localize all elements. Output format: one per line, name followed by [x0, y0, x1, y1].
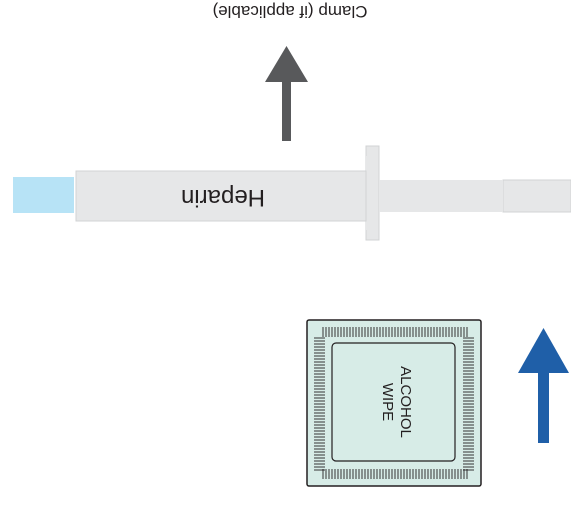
direction-arrow-head [518, 328, 569, 373]
wipe-label-line1: ALCOHOL [397, 366, 414, 438]
direction-arrow-icon [518, 328, 569, 443]
syringe-label: Heparin [181, 184, 265, 211]
clamp-arrow-icon [265, 46, 308, 141]
syringe-flange-inner [366, 156, 377, 230]
syringe-tip [13, 177, 74, 213]
rotated-diagram-group: ALCOHOL WIPE Heparin [13, 2, 571, 487]
syringe-rod-connector [379, 180, 503, 212]
syringe-icon: Heparin [13, 145, 571, 241]
wipe-serrations [314, 327, 474, 479]
wipe-inner [331, 342, 456, 462]
syringe-barrel [76, 171, 366, 221]
clamp-arrow-head [265, 46, 308, 82]
alcohol-wipe-icon: ALCOHOL WIPE [306, 319, 482, 487]
clamp-arrow-shaft [282, 71, 291, 141]
clamp-label: Clamp (if applicable) [213, 2, 368, 21]
syringe-plunger-rod [503, 180, 571, 212]
syringe-barrel-edge [75, 170, 367, 222]
wipe-label-line2: WIPE [379, 383, 396, 421]
direction-arrow-shaft [538, 357, 549, 443]
